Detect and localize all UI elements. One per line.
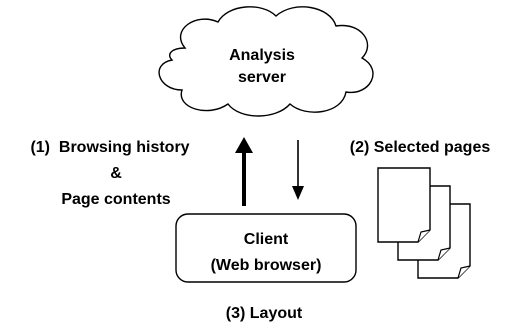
server-label-line2: server (238, 69, 286, 86)
client-label-line1: Client (244, 231, 289, 248)
step2-label: (2) Selected pages (350, 139, 491, 156)
server-label-line1: Analysis (229, 47, 295, 64)
page-front (377, 167, 431, 243)
cloud-icon (158, 6, 374, 117)
arrow-down-icon (292, 140, 304, 200)
client-label-line2: (Web browser) (211, 257, 322, 274)
document-stack-icon (377, 167, 471, 279)
step1-label-line1: (1) Browsing history (30, 139, 189, 156)
analysis-server-cloud: Analysis server (158, 6, 374, 117)
arrow-up-icon (235, 137, 253, 206)
step1-label-line3: Page contents (61, 191, 170, 208)
step1-label-line2: & (110, 165, 122, 182)
client-box: Client (Web browser) (175, 213, 357, 283)
step3-label: (3) Layout (226, 305, 303, 322)
